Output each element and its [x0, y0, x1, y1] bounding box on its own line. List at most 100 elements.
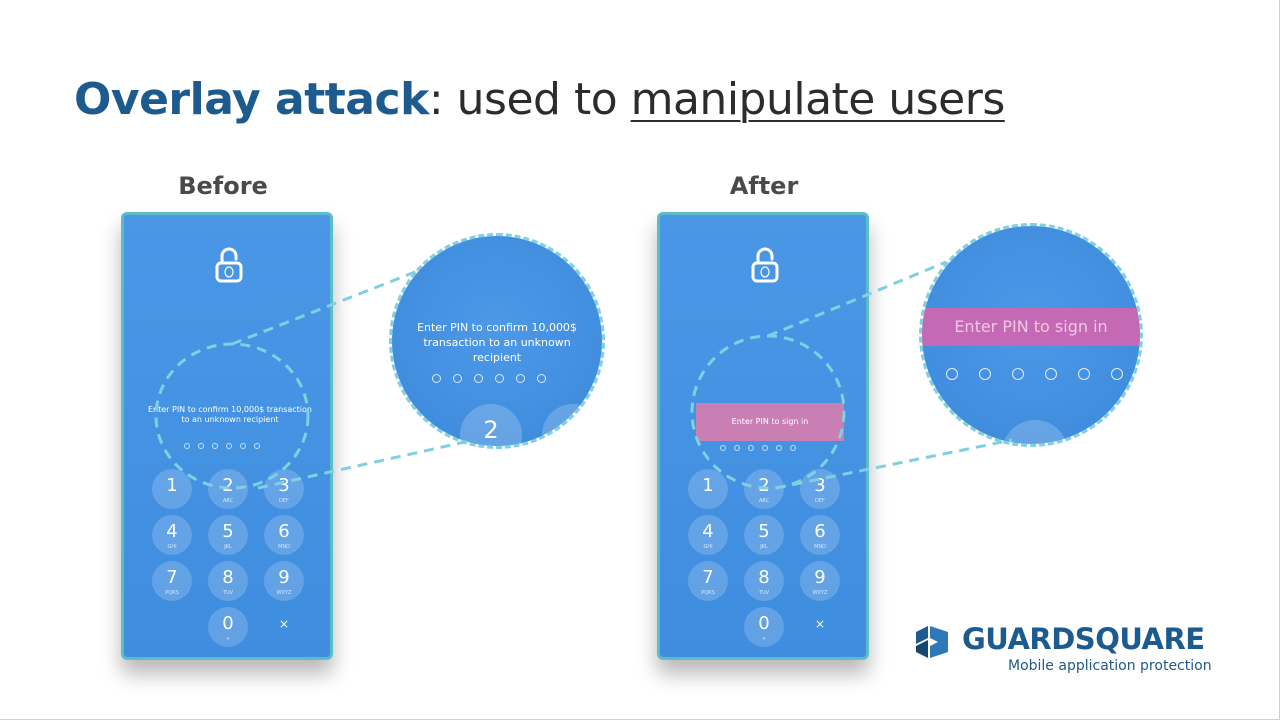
- key-letters: ABC: [222, 498, 234, 504]
- key-letters: GHI: [703, 544, 713, 550]
- key-0[interactable]: 0+: [744, 607, 784, 647]
- pin-dot: [762, 445, 768, 451]
- overlay-bar: Enter PIN to sign in: [696, 403, 844, 441]
- key-digit: 3: [814, 475, 826, 496]
- key-digit: 2: [222, 475, 234, 496]
- key-letters: MNO: [814, 544, 826, 550]
- pin-dot: [184, 443, 190, 449]
- key-0[interactable]: 0+: [208, 607, 248, 647]
- key-digit: 7: [702, 567, 714, 588]
- key-letters: JKL: [224, 544, 232, 550]
- key-digit: 9: [278, 567, 290, 588]
- delete-key[interactable]: ×: [800, 607, 840, 647]
- key-letters: TUV: [222, 590, 234, 596]
- key-digit: 3: [278, 475, 290, 496]
- key-letters: +: [761, 636, 767, 642]
- lock-icon: [215, 247, 243, 283]
- key-letters: PQRS: [701, 590, 715, 596]
- key-letters: TUV: [758, 590, 770, 596]
- zoom-pin-dots: [432, 374, 546, 383]
- guardsquare-logo-icon: [916, 626, 948, 658]
- guardsquare-logo: GUARDSQUARE Mobile application protectio…: [912, 622, 1216, 678]
- pin-dot: [474, 374, 483, 383]
- key-letters: MNO: [278, 544, 290, 550]
- key-digit: 7: [166, 567, 178, 588]
- key-letters: DEF: [815, 498, 825, 504]
- pin-dot: [240, 443, 246, 449]
- pin-dot: [790, 445, 796, 451]
- pin-dot: [226, 443, 232, 449]
- delete-icon: ×: [278, 617, 290, 631]
- key-1[interactable]: 1: [152, 469, 192, 509]
- key-digit: 0: [222, 613, 234, 634]
- key-letters: GHI: [167, 544, 177, 550]
- key-letters: JKL: [760, 544, 768, 550]
- title-middle: : used to: [428, 74, 631, 125]
- pin-dots: [184, 443, 260, 449]
- zoom-key: [1002, 420, 1068, 444]
- key-digit: 4: [702, 521, 714, 542]
- key-digit: 2: [758, 475, 770, 496]
- pin-dot: [198, 443, 204, 449]
- pin-dot: [1111, 368, 1123, 380]
- pin-dot: [1012, 368, 1024, 380]
- key-digit: 5: [758, 521, 770, 542]
- before-caption: Before: [178, 172, 268, 200]
- key-digit: 4: [166, 521, 178, 542]
- delete-icon: ×: [814, 617, 826, 631]
- key-letters: +: [225, 636, 231, 642]
- key-digit: 1: [702, 475, 714, 496]
- pin-dot: [776, 445, 782, 451]
- pin-dot: [734, 445, 740, 451]
- pin-dots: [720, 445, 796, 451]
- key-letters: WXYZ: [812, 590, 828, 596]
- key-digit: 6: [278, 521, 290, 542]
- after-caption: After: [729, 172, 799, 200]
- pin-dot: [979, 368, 991, 380]
- pin-dot: [946, 368, 958, 380]
- pin-dot: [1078, 368, 1090, 380]
- key-digit: 0: [758, 613, 770, 634]
- logo-brand: GUARDSQUARE: [962, 622, 1205, 656]
- pin-dot: [720, 445, 726, 451]
- before-zoom-circle: Enter PIN to confirm 10,000$ transaction…: [392, 236, 602, 446]
- key-letters: WXYZ: [276, 590, 292, 596]
- pin-dot: [453, 374, 462, 383]
- pin-dot: [748, 445, 754, 451]
- pin-dot: [537, 374, 546, 383]
- key-digit: 1: [166, 475, 178, 496]
- delete-key[interactable]: ×: [264, 607, 304, 647]
- key-digit: 8: [758, 567, 770, 588]
- before-phone: Enter PIN to confirm 10,000$ transaction…: [121, 212, 333, 660]
- key-digit: 9: [814, 567, 826, 588]
- zoom-key-3: [542, 404, 602, 446]
- after-zoom-circle: Enter PIN to sign in: [922, 226, 1140, 444]
- zoom-pin-prompt: Enter PIN to confirm 10,000$ transaction…: [417, 321, 577, 364]
- lock-icon: [751, 247, 779, 283]
- key-1[interactable]: 1: [688, 469, 728, 509]
- key-letters: DEF: [279, 498, 289, 504]
- pin-dot: [432, 374, 441, 383]
- key-digit: 5: [222, 521, 234, 542]
- key-digit: 8: [222, 567, 234, 588]
- key-letters: ABC: [758, 498, 770, 504]
- title-underlined: manipulate users: [630, 74, 1006, 125]
